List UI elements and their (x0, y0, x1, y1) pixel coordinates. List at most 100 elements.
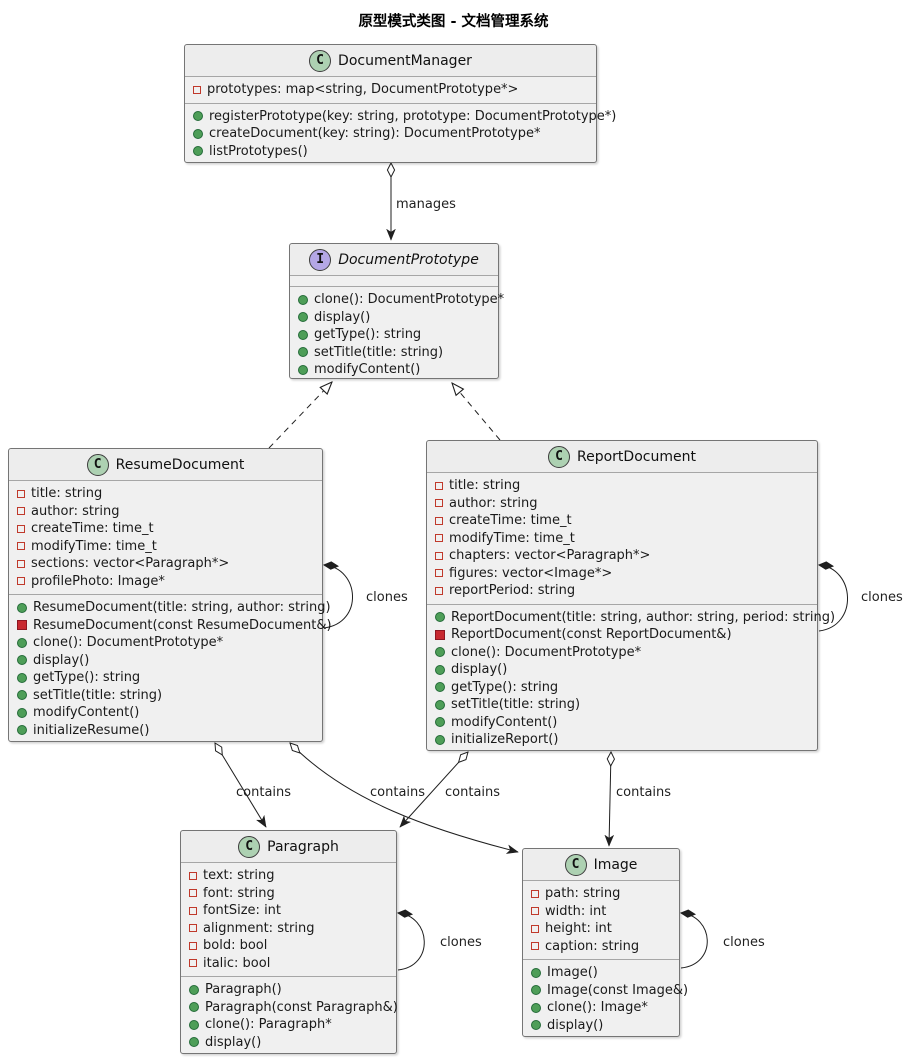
private-field-icon (531, 907, 539, 916)
member-text: Image(const Image&) (547, 982, 689, 998)
member-text: Paragraph(const Paragraph&) (205, 999, 398, 1015)
member-row: modifyContent() (9, 704, 322, 722)
methods-section: Paragraph()Paragraph(const Paragraph&)cl… (181, 977, 398, 1055)
public-method-icon (193, 146, 203, 157)
class-name: DocumentManager (338, 52, 472, 69)
member-row: Image() (523, 964, 679, 982)
public-method-icon (435, 647, 445, 658)
class-header: C ResumeDocument (9, 449, 322, 481)
member-row: ResumeDocument(const ResumeDocument&) (9, 617, 332, 635)
member-text: modifyTime: time_t (31, 538, 157, 554)
class-document-prototype: I DocumentPrototype clone(): DocumentPro… (289, 243, 504, 379)
member-text: ResumeDocument(const ResumeDocument&) (33, 617, 332, 633)
member-text: author: string (449, 495, 538, 511)
member-text: modifyTime: time_t (449, 530, 575, 546)
member-text: author: string (31, 503, 120, 519)
edge-image-clones-self (681, 913, 708, 969)
attributes-section (290, 276, 498, 287)
member-text: font: string (203, 885, 275, 901)
member-text: prototypes: map<string, DocumentPrototyp… (207, 82, 519, 98)
private-field-icon (189, 889, 197, 898)
edge-resume-contains-image (290, 743, 518, 852)
member-text: height: int (545, 921, 612, 937)
class-stereotype-icon: C (564, 853, 587, 876)
public-method-icon (435, 682, 445, 693)
member-text: ReportDocument(title: string, author: st… (451, 609, 836, 625)
member-row: display() (427, 661, 817, 679)
edge-label-contains-2: contains (370, 785, 425, 800)
member-text: getType(): string (33, 670, 141, 686)
public-method-icon (435, 612, 445, 623)
member-row: alignment: string (181, 920, 396, 938)
member-row: clone(): Paragraph* (181, 1016, 396, 1034)
private-field-icon (531, 889, 539, 898)
member-row: clone(): Image* (523, 999, 679, 1017)
edge-resume-clones-self (324, 565, 353, 629)
member-text: clone(): Image* (547, 1000, 648, 1016)
public-method-icon (17, 637, 27, 648)
edge-resume-realizes-prototype (268, 382, 332, 449)
member-row: clone(): DocumentPrototype* (427, 644, 817, 662)
public-method-icon (17, 725, 27, 736)
private-field-icon (17, 577, 25, 586)
public-method-icon (17, 707, 27, 718)
edge-label-clones-4: clones (723, 935, 765, 950)
public-method-icon (435, 664, 445, 675)
member-text: alignment: string (203, 920, 315, 936)
public-method-icon (531, 1020, 541, 1031)
member-text: setTitle(title: string) (33, 687, 163, 703)
private-field-icon (435, 499, 443, 508)
member-text: initializeReport() (451, 732, 559, 748)
private-method-icon (435, 629, 445, 640)
private-field-icon (531, 924, 539, 933)
private-field-icon (189, 941, 197, 950)
member-row: ReportDocument(title: string, author: st… (427, 609, 835, 627)
member-row: author: string (427, 495, 817, 513)
public-method-icon (189, 984, 199, 995)
private-field-icon (17, 542, 25, 551)
private-field-icon (189, 871, 197, 880)
private-field-icon (189, 924, 197, 933)
member-text: ResumeDocument(title: string, author: st… (33, 600, 331, 616)
private-field-icon (193, 85, 201, 94)
private-field-icon (435, 569, 443, 578)
class-name: ReportDocument (577, 448, 696, 465)
public-method-icon (17, 655, 27, 666)
member-row: createTime: time_t (427, 512, 817, 530)
public-method-icon (435, 699, 445, 710)
member-row: getType(): string (427, 679, 817, 697)
member-text: registerPrototype(key: string, prototype… (209, 108, 617, 124)
member-text: Image() (547, 965, 598, 981)
edge-report-contains-paragraph (400, 752, 468, 827)
member-row: modifyContent() (427, 714, 817, 732)
member-text: setTitle(title: string) (451, 697, 581, 713)
edge-report-realizes-prototype (452, 383, 501, 441)
member-text: fontSize: int (203, 903, 282, 919)
private-field-icon (435, 516, 443, 525)
member-text: ReportDocument(const ReportDocument&) (451, 627, 732, 643)
public-method-icon (189, 1002, 199, 1013)
class-name: DocumentPrototype (338, 251, 479, 268)
edge-label-manages: manages (396, 197, 456, 212)
private-field-icon (17, 507, 25, 516)
member-text: createDocument(key: string): DocumentPro… (209, 126, 541, 142)
class-name: Image (593, 856, 638, 873)
member-text: bold: bool (203, 938, 268, 954)
methods-section: Image()Image(const Image&) clone(): Image… (523, 960, 688, 1038)
public-method-icon (298, 347, 308, 358)
member-row: createDocument(key: string): DocumentPro… (185, 125, 596, 143)
private-field-icon (17, 559, 25, 568)
member-row: listPrototypes() (185, 143, 596, 161)
member-text: italic: bool (203, 955, 271, 971)
member-row: title: string (427, 477, 817, 495)
member-text: sections: vector<Paragraph*> (31, 556, 230, 572)
member-row: setTitle(title: string) (427, 696, 817, 714)
member-row: height: int (523, 920, 679, 938)
member-row: setTitle(title: string) (9, 687, 322, 705)
